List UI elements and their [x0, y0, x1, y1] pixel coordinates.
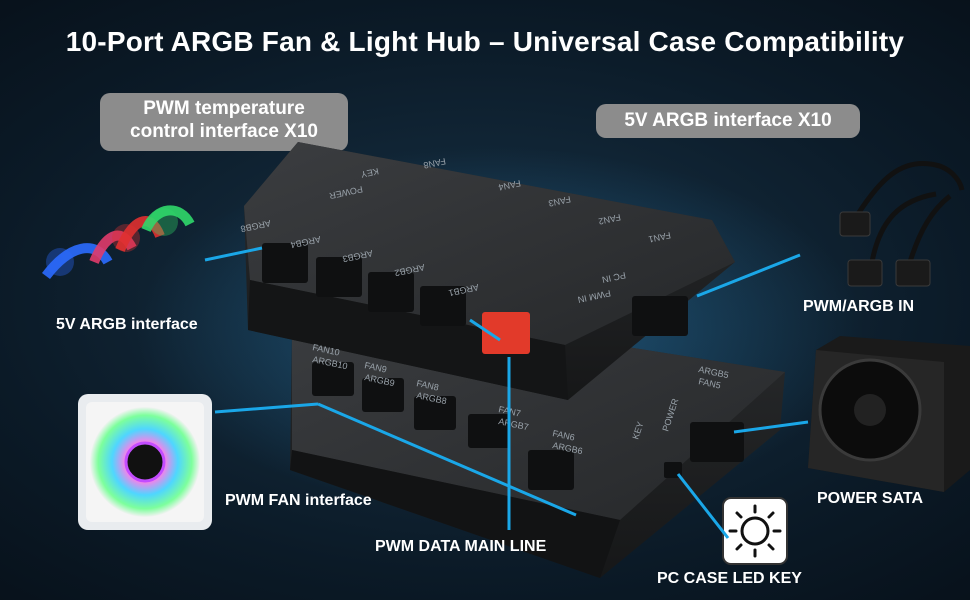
fan-callout-line [214, 402, 319, 414]
sata-power-port [690, 422, 744, 462]
pwm-data-main-line-label: PWM DATA MAIN LINE [375, 538, 547, 555]
pc-case-led-key-label: PC CASE LED KEY [657, 570, 802, 587]
argb-interface-label: 5V ARGB interface [56, 316, 198, 333]
pwm-argb-in-port [632, 296, 688, 336]
hub-bottom-label: FAN6 [552, 428, 576, 442]
page-title: 10-Port ARGB Fan & Light Hub – Universal… [65, 26, 905, 57]
hub-top-label: FAN4 [498, 178, 522, 192]
psu-image [808, 336, 970, 492]
led-key-callout-line [676, 473, 730, 539]
hub-top-label: FAN1 [648, 230, 672, 244]
pwm-argb-cable-image [839, 161, 965, 287]
hub-bottom-label: FAN5 [698, 376, 722, 390]
pwm-fan-interface-label: PWM FAN interface [225, 492, 372, 509]
red-pwm-connector [482, 312, 530, 354]
argb-x10-callout: 5V ARGB interface X10 [596, 104, 860, 138]
hub-top-label: FAN8 [423, 156, 447, 170]
argb-led-strip [42, 205, 195, 280]
top-hub [244, 142, 735, 400]
hub-top-label: FAN3 [548, 194, 572, 208]
pwm-temperature-line1: PWM temperature [143, 98, 305, 119]
led-key-port [664, 462, 682, 478]
hub-bottom-label: FAN8 [416, 378, 440, 392]
sata-callout-line [733, 420, 809, 434]
led-key-button-image [722, 497, 788, 565]
hub-top-label: FAN2 [598, 212, 622, 226]
hub-bottom-label: FAN9 [364, 360, 388, 374]
callout-lines [204, 246, 809, 539]
bottom-fan-ports [312, 362, 574, 490]
hub-top-label: KEY [360, 166, 380, 180]
pwm-temperature-callout: PWM temperature control interface X10 [100, 93, 348, 151]
hub-top-label: PC IN [601, 270, 627, 285]
top-pwm-ports [262, 243, 466, 326]
pwm-argb-in-label: PWM/ARGB IN [803, 298, 915, 315]
pwm-in-callout-line [696, 253, 801, 298]
argb-callout-line [204, 246, 263, 262]
power-sata-label: POWER SATA [817, 490, 924, 507]
pwm-temperature-line2: control interface X10 [130, 121, 318, 142]
rgb-fan-image [78, 394, 212, 530]
